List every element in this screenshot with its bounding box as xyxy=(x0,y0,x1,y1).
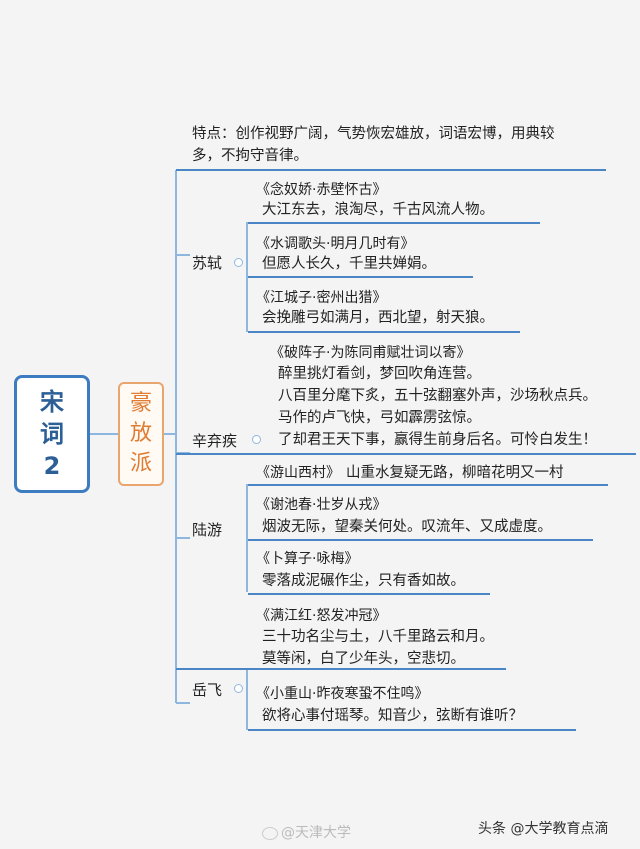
poet-xinqiji: 辛弃疾 xyxy=(192,432,238,450)
yuefei-work-2-title: 《小重山·昨夜寒蛩不住鸣》 xyxy=(256,686,429,702)
feature-line-2: 多，不拘守音律。 xyxy=(192,148,308,164)
yuefei-work-2-underline xyxy=(248,729,576,731)
root-char-3: 2 xyxy=(43,452,61,480)
sushi-work-3-line-1: 会挽雕弓如满月，西北望，射天狼。 xyxy=(262,310,494,326)
feature-line-1: 特点：创作视野广阔，气势恢宏雄放，词语宏博，用典较 xyxy=(192,126,555,142)
xinqiji-work-1-underline xyxy=(176,453,636,455)
weibo-watermark: @天津大学 xyxy=(262,822,351,842)
xinqiji-work-1-title: 《破阵子·为陈同甫赋壮词以寄》 xyxy=(270,345,471,361)
school-connector xyxy=(164,433,176,435)
xinqiji-work-1-line-4: 了却君王天下事，赢得生前身后名。可怜白发生！ xyxy=(278,432,597,448)
sushi-node-dot xyxy=(234,258,243,267)
xinqiji-work-1-line-2: 八百里分麾下炙，五十弦翻塞外声，沙场秋点兵。 xyxy=(278,388,597,404)
luyou-work-2-line-1: 烟波无际，望秦关何处。叹流年、又成虚度。 xyxy=(262,519,552,535)
school-char-1: 豪 xyxy=(129,391,152,416)
luyou-work-2-underline xyxy=(248,539,593,541)
luyou-work-1-underline xyxy=(248,484,608,486)
main-spine xyxy=(175,170,177,703)
xinqiji-node-dot xyxy=(252,435,261,444)
root-connector xyxy=(90,433,118,435)
school-node: 豪 放 派 xyxy=(118,382,164,486)
luyou-spine xyxy=(246,484,248,592)
root-node: 宋 词 2 xyxy=(14,375,90,493)
yuefei-work-2-line-1: 欲将心事付瑶琴。知音少，弦断有谁听？ xyxy=(262,708,523,724)
sushi-work-2-underline xyxy=(248,276,473,278)
sushi-work-1-underline xyxy=(248,222,540,224)
sushi-spine xyxy=(246,222,248,332)
sushi-work-2-title: 《水调歌头·明月几时有》 xyxy=(256,236,415,252)
school-char-2: 放 xyxy=(129,421,152,446)
sushi-branch xyxy=(176,254,190,256)
luyou-work-3-underline xyxy=(248,593,490,595)
school-char-3: 派 xyxy=(129,451,152,476)
yuefei-work-1-title: 《满江红·怒发冲冠》 xyxy=(256,608,387,624)
luyou-work-2-title: 《谢池春·壮岁从戎》 xyxy=(256,497,387,513)
luyou-work-1-line-1: 山重水复疑无路，柳暗花明又一村 xyxy=(346,465,564,481)
yuefei-branch xyxy=(176,702,190,704)
sushi-work-3-title: 《江城子·密州出猎》 xyxy=(256,290,387,306)
root-char-1: 宋 xyxy=(40,388,64,416)
xinqiji-work-1-line-1: 醉里挑灯看剑，梦回吹角连营。 xyxy=(278,366,481,382)
yuefei-work-1-line-2: 莫等闲，白了少年头，空悲切。 xyxy=(262,651,465,667)
poet-yuefei: 岳飞 xyxy=(192,681,223,699)
luyou-work-1-title: 《游山西村》 xyxy=(256,465,340,481)
sushi-work-1-line-1: 大江东去，浪淘尽，千古风流人物。 xyxy=(262,202,494,218)
yuefei-work-1-line-1: 三十功名尘与土，八千里路云和月。 xyxy=(262,629,494,645)
xinqiji-work-1-line-3: 马作的卢飞快，弓如霹雳弦惊。 xyxy=(278,410,481,426)
luyou-branch xyxy=(176,537,190,539)
poet-sushi: 苏轼 xyxy=(192,254,223,272)
sushi-work-3-underline xyxy=(248,331,520,333)
yuefei-spine xyxy=(246,668,248,730)
yuefei-node-dot xyxy=(234,684,243,693)
feature-underline xyxy=(176,169,606,171)
luyou-work-3-title: 《卜算子·咏梅》 xyxy=(256,551,359,567)
sushi-work-2-line-1: 但愿人长久，千里共婵娟。 xyxy=(262,256,436,272)
weibo-handle: @天津大学 xyxy=(281,825,351,841)
yuefei-work-1-underline xyxy=(176,668,506,670)
weibo-icon xyxy=(262,826,278,840)
poet-luyou: 陆游 xyxy=(192,521,223,539)
luyou-work-3-line-1: 零落成泥碾作尘，只有香如故。 xyxy=(262,573,465,589)
root-char-2: 词 xyxy=(40,420,64,448)
toutiao-watermark: 头条 @大学教育点滴 xyxy=(478,821,609,837)
sushi-work-1-title: 《念奴娇·赤壁怀古》 xyxy=(256,182,387,198)
